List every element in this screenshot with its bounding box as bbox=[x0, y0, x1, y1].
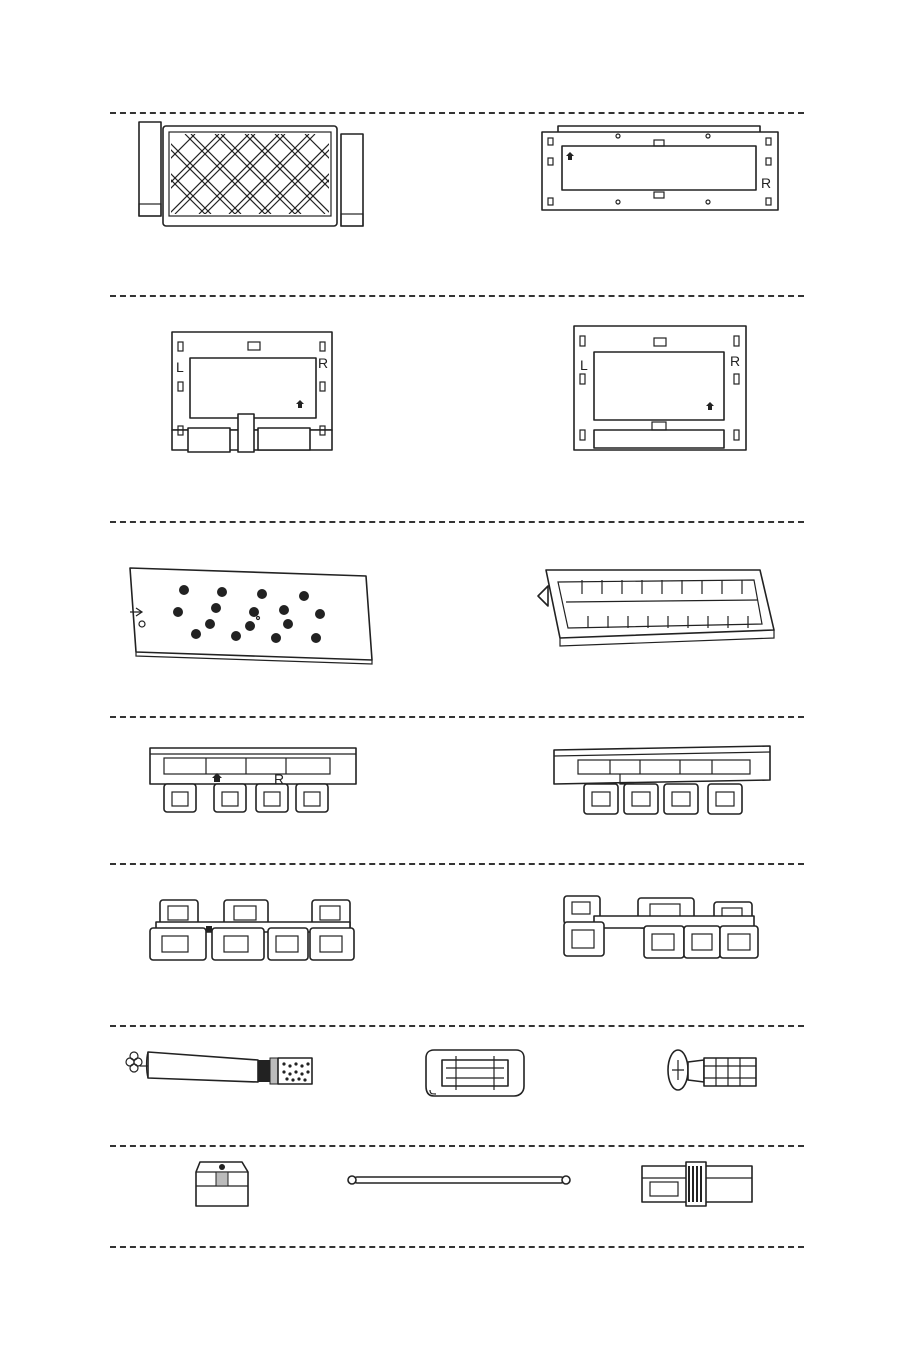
clip-rail-back-illustration bbox=[550, 744, 776, 824]
section-divider bbox=[110, 521, 804, 523]
section-divider bbox=[110, 295, 804, 297]
section-divider bbox=[110, 1025, 804, 1027]
frame-label-right: R bbox=[761, 175, 771, 191]
clip-chain-a-illustration bbox=[146, 896, 360, 966]
section-divider bbox=[110, 863, 804, 865]
lattice-filter-tray-illustration bbox=[135, 122, 365, 234]
left-bracket-frame-a-illustration: L R bbox=[168, 328, 336, 456]
end-cap-illustration bbox=[190, 1156, 254, 1214]
cleaning-brush-illustration bbox=[118, 1044, 334, 1088]
clip-rail-front-illustration: R bbox=[146, 744, 362, 822]
section-divider bbox=[110, 716, 804, 718]
wide-mounting-frame-illustration: R bbox=[538, 122, 784, 214]
clip-chain-b-illustration bbox=[554, 892, 764, 964]
frame-label-right: R bbox=[318, 355, 328, 371]
left-bracket-frame-b-illustration: L R bbox=[570, 322, 750, 456]
screw-anchor-illustration bbox=[664, 1046, 764, 1096]
sleeve-connector-illustration bbox=[636, 1158, 758, 1208]
long-rod-illustration bbox=[346, 1170, 572, 1190]
frame-label-right: R bbox=[730, 353, 740, 369]
section-divider bbox=[110, 112, 804, 114]
square-spacer-illustration bbox=[422, 1046, 528, 1100]
section-divider bbox=[110, 1145, 804, 1147]
frame-label-left: L bbox=[176, 359, 184, 375]
frame-label-left: L bbox=[580, 357, 588, 373]
perforated-panel-illustration bbox=[122, 562, 378, 666]
section-divider bbox=[110, 1246, 804, 1248]
ribbed-tray-illustration bbox=[536, 566, 780, 652]
